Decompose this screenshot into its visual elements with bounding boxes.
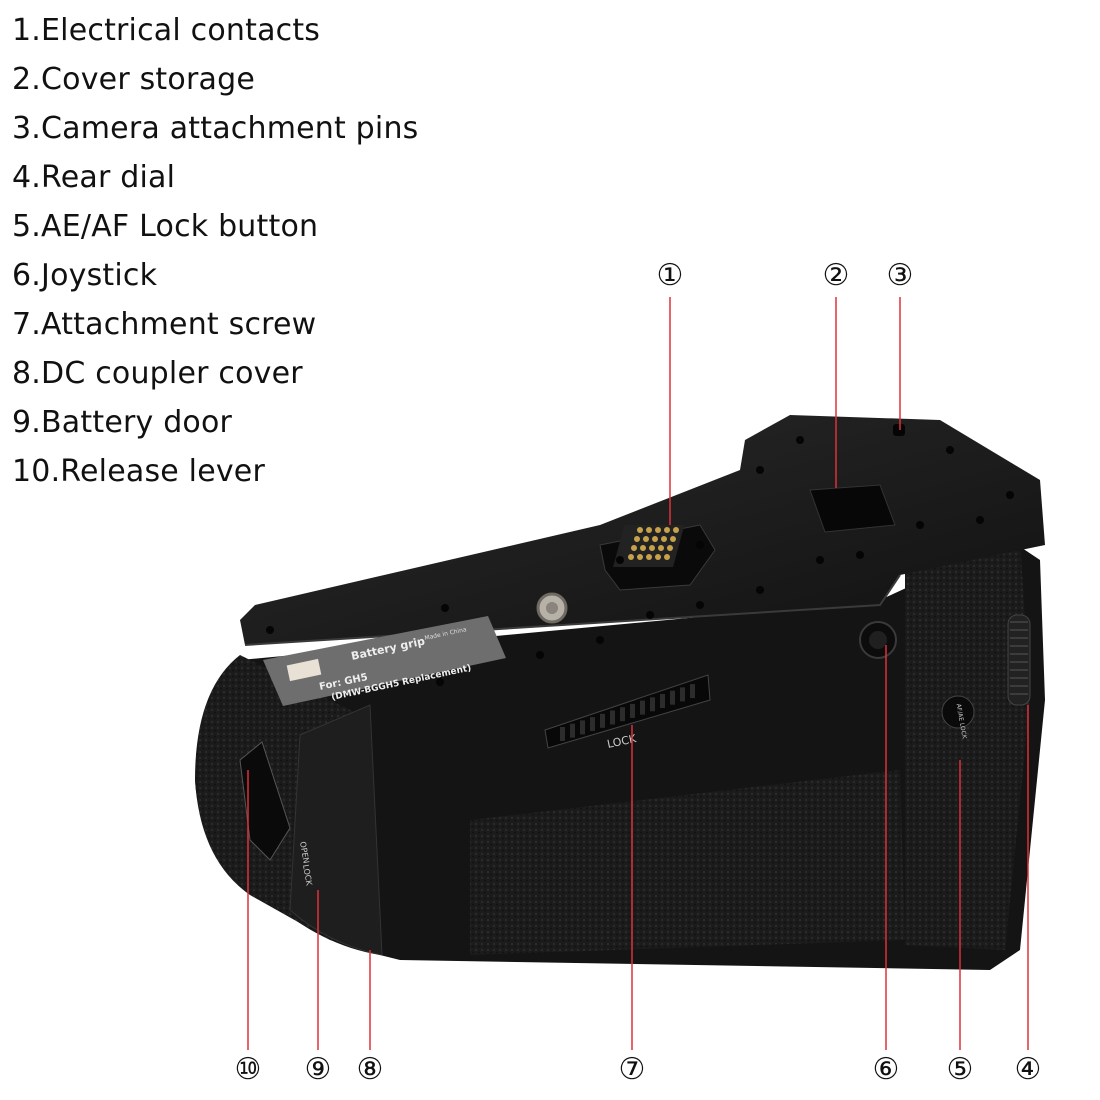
wheel-ridge [600,713,605,728]
wheel-ridge [690,684,695,699]
callout-8: ⑧ [356,1052,384,1087]
attachment-screw-wheel: LOCK [544,674,711,751]
contact-pin [649,545,655,551]
callout-10: ⑩ [234,1052,262,1087]
callout-2: ② [822,258,850,293]
callout-7: ⑦ [618,1052,646,1087]
contact-pin [664,527,670,533]
front-texture-panel [470,770,905,955]
wheel-ridge [580,720,585,735]
contact-pin [658,545,664,551]
screw-hole [536,651,544,659]
door-open-marking: OPEN [298,841,311,864]
contact-pin [637,527,643,533]
legend-item: 5.AE/AF Lock button [12,209,319,244]
screw-hole [756,586,764,594]
parts-legend: 1.Electrical contacts 2.Cover storage 3.… [12,6,419,496]
contact-pin [646,554,652,560]
wheel-ridge [620,707,625,722]
screw-hole [616,556,624,564]
screw-hole [856,551,864,559]
wheel-ridge [650,697,655,712]
screw-hole [1006,491,1014,499]
callout-5: ⑤ [946,1052,974,1087]
screw-hole [266,626,274,634]
electrical-contacts [599,524,716,591]
legend-item: 2.Cover storage [12,62,255,97]
contact-pin [661,536,667,542]
contact-pin [652,536,658,542]
callout-4: ④ [1014,1052,1042,1087]
camera-attachment-pin [893,424,905,436]
callout-9: ⑨ [304,1052,332,1087]
legend-item: 3.Camera attachment pins [12,111,419,146]
wheel-ridge [590,717,595,732]
wheel-ridge [570,723,575,738]
side-texture-panel [905,540,1030,950]
contact-pin [637,554,643,560]
wheel-ridge [670,690,675,705]
contact-pin [667,545,673,551]
screw-hole [816,556,824,564]
legend-item: 10.Release lever [12,454,265,489]
door-lock-marking: LOCK [301,864,314,887]
contact-pin [673,527,679,533]
contact-pin [670,536,676,542]
screw-hole [696,601,704,609]
legend-item: 1.Electrical contacts [12,13,321,48]
wheel-ridge [610,710,615,725]
wheel-ridge [630,703,635,718]
contact-pin [628,554,634,560]
battery-door [289,704,383,956]
afae-lock-button [941,695,975,729]
screw-hole [946,446,954,454]
screw-hole [916,521,924,529]
contact-pin [655,527,661,533]
contact-pin [634,536,640,542]
cover-storage-recess [809,484,896,533]
wheel-ridge [680,687,685,702]
wheel-ridge [560,727,565,741]
callout-1: ① [656,258,684,293]
callout-lines [247,297,1029,1050]
screw-hole [796,436,804,444]
screw-hole [756,466,764,474]
screw-hole [646,611,654,619]
screw-hole [696,541,704,549]
callout-6: ⑥ [872,1052,900,1087]
legend-item: 6.Joystick [12,258,158,293]
rear-dial [1007,614,1031,706]
wheel-ridge [640,700,645,715]
contact-pin [655,554,661,560]
screw-hole [976,516,984,524]
screw-hole [441,604,449,612]
callout-3: ③ [886,258,914,293]
contact-pin [646,527,652,533]
contact-pin [643,536,649,542]
contact-pin [640,545,646,551]
screw-lock-marking: LOCK [606,732,638,751]
legend-item: 8.DC coupler cover [12,356,303,391]
wheel-ridge [660,694,665,708]
contact-pin [664,554,670,560]
legend-item: 4.Rear dial [12,160,176,195]
screw-hole [596,636,604,644]
screw-hole [436,678,444,686]
legend-item: 9.Battery door [12,405,233,440]
legend-item: 7.Attachment screw [12,307,317,342]
contact-pin [631,545,637,551]
